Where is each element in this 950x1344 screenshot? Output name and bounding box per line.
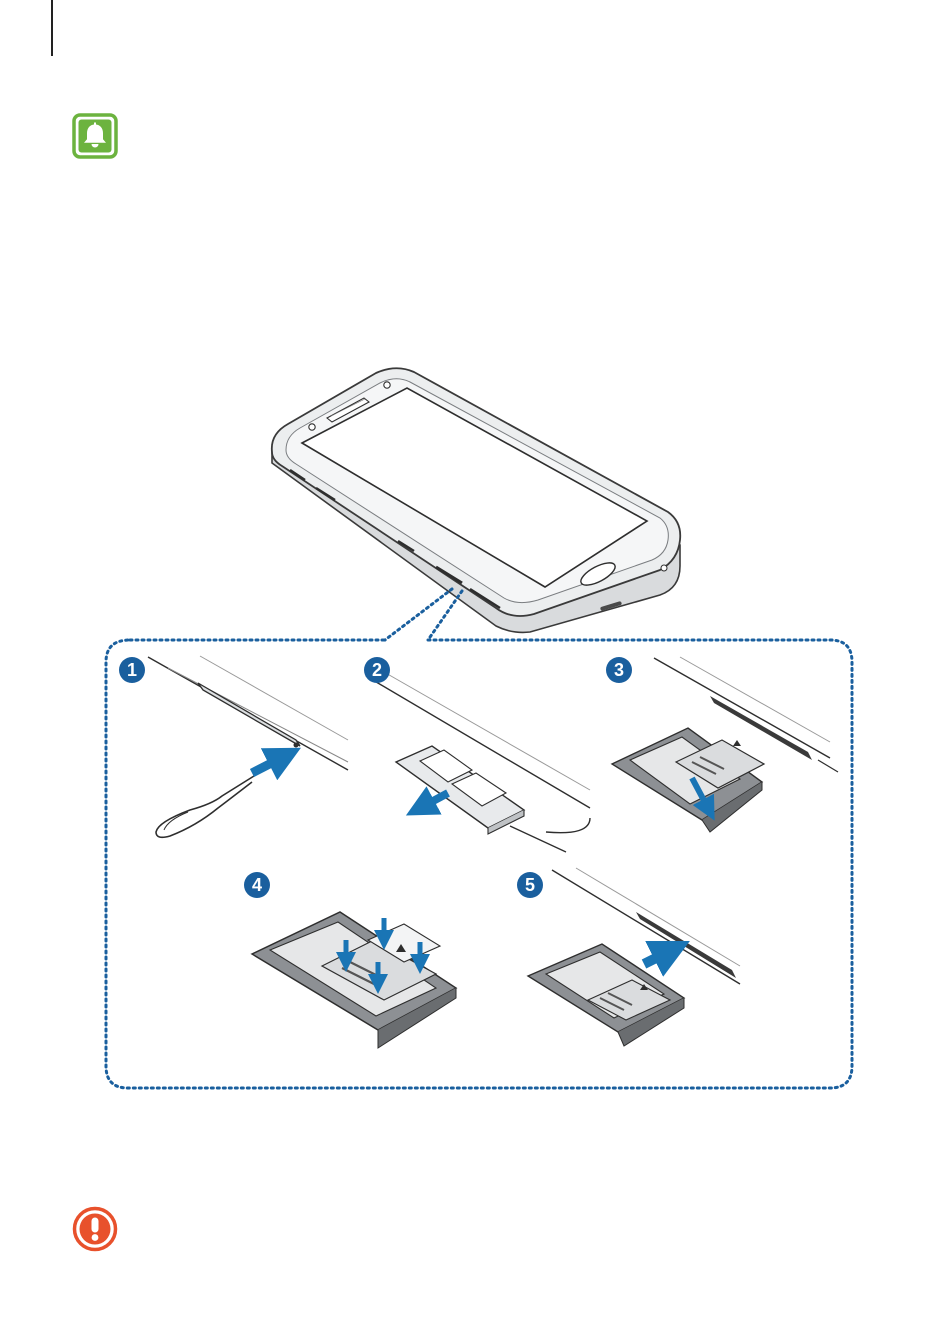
step-1-panel — [148, 656, 348, 837]
svg-text:2: 2 — [372, 660, 382, 680]
step-badge-4: 4 — [244, 872, 270, 898]
svg-text:4: 4 — [252, 875, 262, 895]
svg-text:3: 3 — [614, 660, 624, 680]
svg-text:5: 5 — [525, 875, 535, 895]
step-badge-5: 5 — [517, 872, 543, 898]
step-badge-1: 1 — [119, 657, 145, 683]
step-badge-3: 3 — [606, 657, 632, 683]
phone-drawing — [272, 368, 680, 632]
step-2-panel — [366, 672, 590, 852]
step-5-panel — [528, 868, 740, 1046]
step-3-panel — [612, 657, 838, 832]
svg-text:1: 1 — [127, 660, 137, 680]
step-badge-2: 2 — [364, 657, 390, 683]
step-4-panel — [252, 912, 456, 1048]
exclamation-icon — [72, 1206, 118, 1252]
callout-lines — [385, 589, 462, 640]
